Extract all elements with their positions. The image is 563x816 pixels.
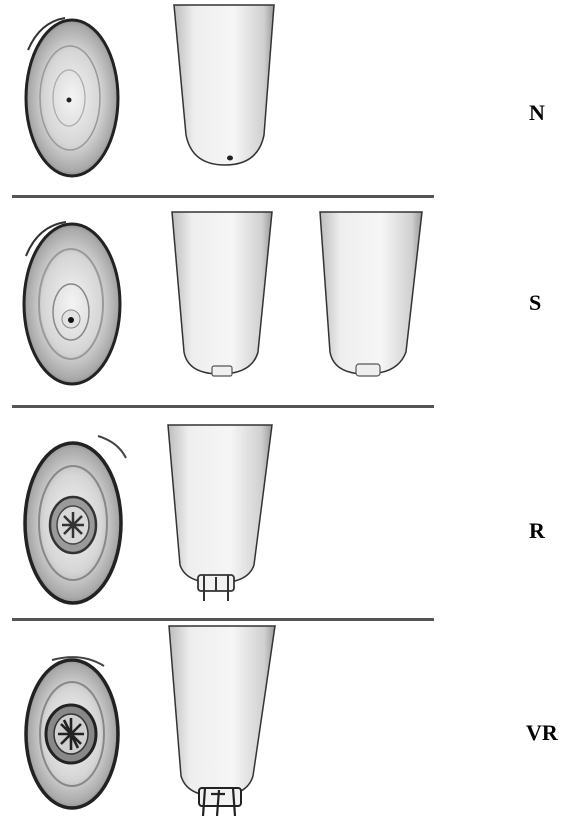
root-longitudinal-view xyxy=(165,626,283,816)
root-longitudinal-view xyxy=(318,212,428,387)
row-label: R xyxy=(529,518,545,544)
row-label: VR xyxy=(526,720,558,746)
root-cross-section xyxy=(18,428,130,610)
divider xyxy=(12,405,434,408)
divider xyxy=(12,195,434,198)
root-cross-section xyxy=(18,212,128,392)
root-longitudinal-view xyxy=(162,425,280,605)
root-cross-section xyxy=(20,10,125,185)
row-s: S xyxy=(0,200,563,405)
root-longitudinal-view xyxy=(170,5,280,170)
row-label: S xyxy=(529,290,541,316)
row-label: N xyxy=(529,100,545,126)
root-cross-section xyxy=(18,650,128,815)
divider xyxy=(12,618,434,621)
row-vr: VR xyxy=(0,622,563,816)
root-longitudinal-view xyxy=(170,212,280,387)
row-n: N xyxy=(0,0,563,195)
row-r: R xyxy=(0,410,563,618)
